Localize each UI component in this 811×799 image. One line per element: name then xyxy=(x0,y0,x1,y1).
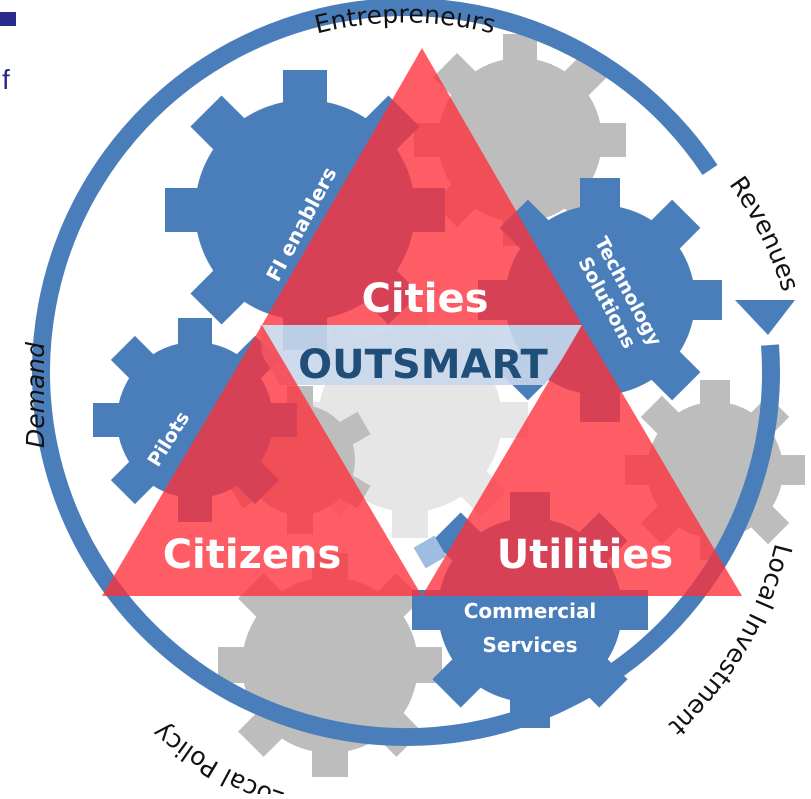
center-band xyxy=(260,325,582,385)
ring-label-entrepreneurs: Entrepreneurs xyxy=(312,0,499,39)
triangle-citizens xyxy=(102,325,422,596)
cropped-edge-letter: f xyxy=(2,64,10,95)
triangle-cities xyxy=(262,48,582,325)
ring-label-demand: Demand xyxy=(21,342,50,448)
label-cities: Cities xyxy=(362,276,489,322)
label-utilities: Utilities xyxy=(497,532,674,578)
small-blue-square xyxy=(413,535,447,569)
ring-arrowhead xyxy=(735,300,795,335)
label-services: Services xyxy=(482,633,577,657)
label-citizens: Citizens xyxy=(163,532,342,578)
triangle-utilities xyxy=(422,325,742,596)
label-outsmart: OUTSMART xyxy=(298,342,548,388)
ring-label-revenues: Revenues xyxy=(724,171,805,295)
cropped-edge-mark xyxy=(0,12,16,26)
outer-ring xyxy=(32,0,780,747)
label-commercial: Commercial xyxy=(464,599,597,623)
